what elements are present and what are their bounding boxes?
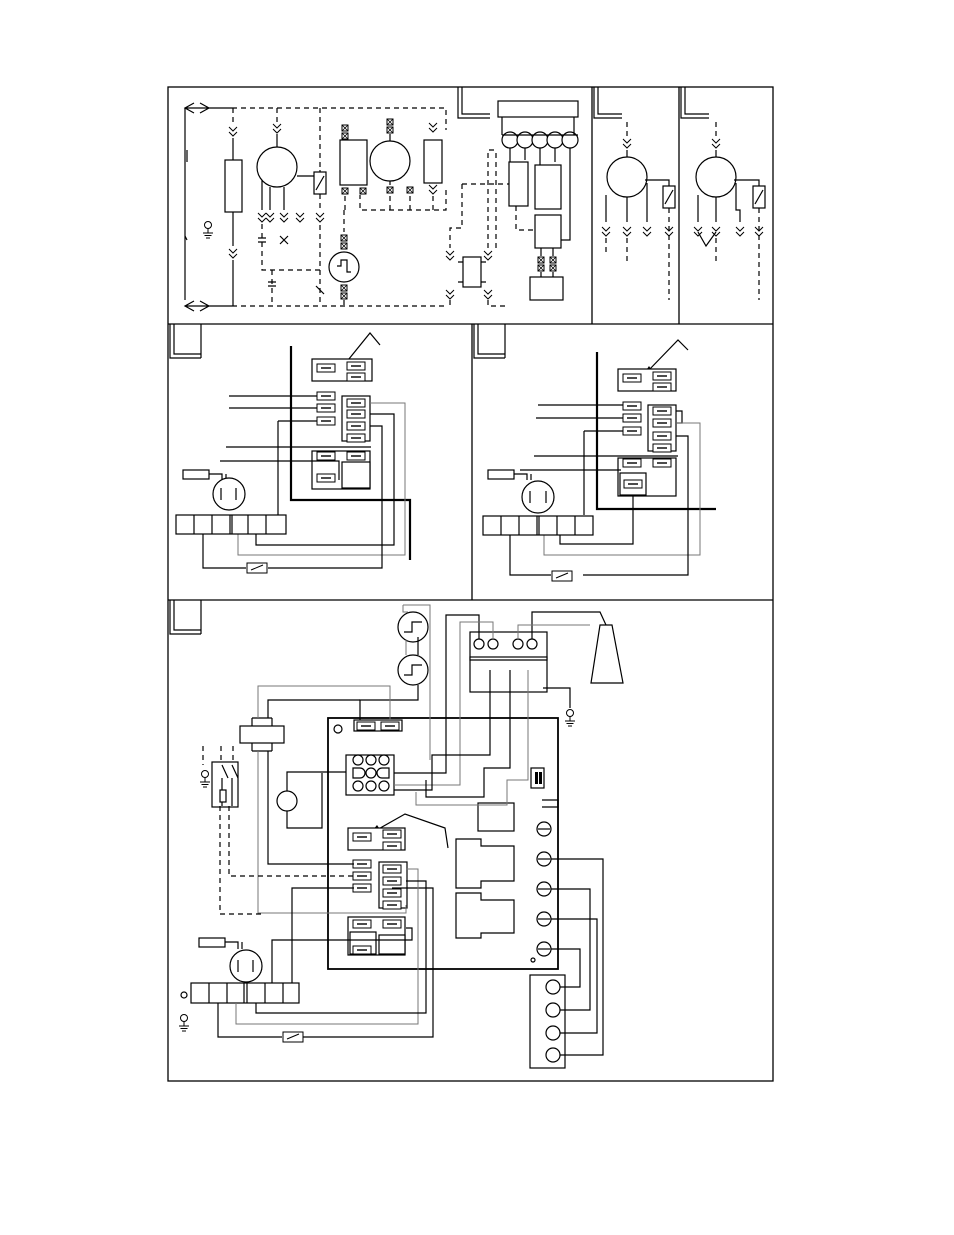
panel-d <box>176 333 410 573</box>
panel-e <box>483 340 716 581</box>
panel-b <box>602 122 675 300</box>
diagram-frame <box>168 87 773 1081</box>
panel-f <box>179 605 623 1068</box>
panel-a <box>185 101 578 311</box>
panel-c <box>694 122 765 300</box>
